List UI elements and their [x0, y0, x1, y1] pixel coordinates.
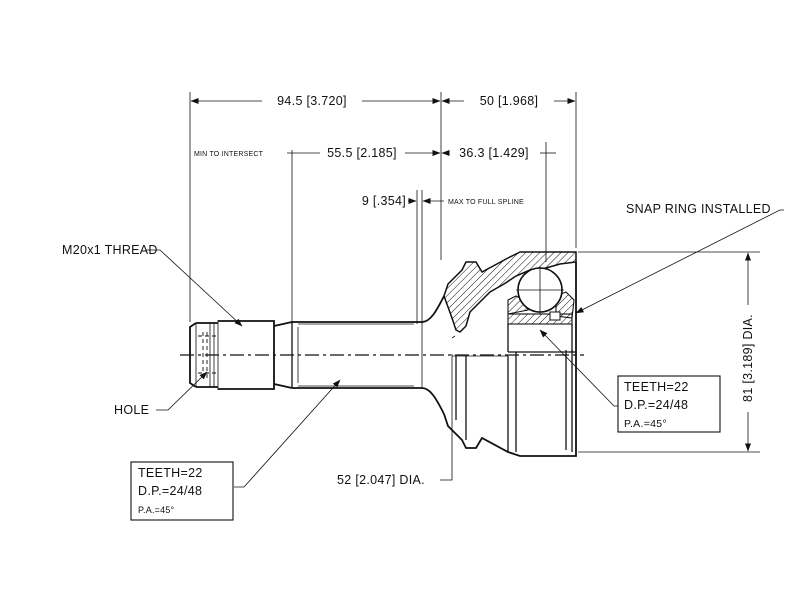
min-to-intersect-label: MIN TO INTERSECT	[194, 151, 264, 158]
spline-offset-dim: 9 [.354]	[362, 194, 406, 208]
neck-dia-dim: 52 [2.047] DIA.	[337, 473, 425, 487]
outer-housing	[443, 251, 577, 457]
snap-ring	[549, 311, 561, 321]
bell-to-spline-dim: 36.3 [1.429]	[459, 146, 529, 160]
hole-callout: HOLE	[114, 403, 149, 417]
spec-left-teeth: TEETH=22	[138, 466, 203, 480]
overall-length-dim: 94.5 [3.720]	[277, 94, 347, 108]
spec-right-pa: P.A.=45°	[624, 418, 667, 430]
spec-left-pa: P.A.=45°	[138, 505, 175, 515]
thread-callout: M20x1 THREAD	[62, 243, 158, 257]
spec-right-teeth: TEETH=22	[624, 380, 689, 394]
snap-ring-callout: SNAP RING INSTALLED	[626, 202, 771, 216]
spec-box-left: TEETH=22 D.P.=24/48 P.A.=45°	[130, 461, 234, 521]
housing-dia-dim: 81 [3.189] DIA.	[741, 314, 755, 402]
max-to-full-spline-label: MAX TO FULL SPLINE	[448, 199, 524, 206]
inner-race	[507, 266, 575, 352]
spec-left-dp: D.P.=24/48	[138, 484, 202, 498]
extension-lines	[189, 92, 760, 453]
intersect-length-dim: 55.5 [2.185]	[327, 146, 397, 160]
spec-right-dp: D.P.=24/48	[624, 398, 688, 412]
dimension-lines	[190, 98, 751, 452]
spec-box-right: TEETH=22 D.P.=24/48 P.A.=45°	[617, 375, 721, 433]
bell-length-dim: 50 [1.968]	[480, 94, 539, 108]
